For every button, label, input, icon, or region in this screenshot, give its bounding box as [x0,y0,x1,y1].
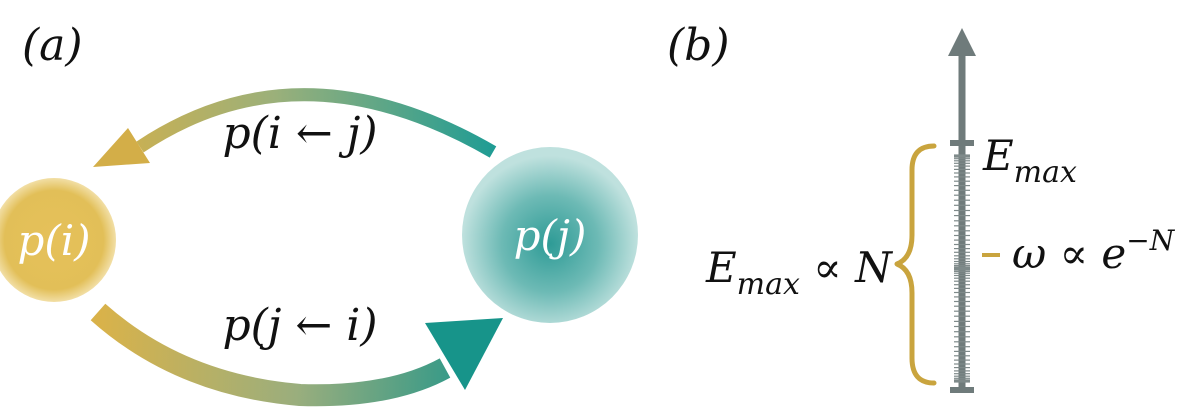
node-i: p(i) [0,178,116,302]
arrow-bottom-label: p(j ← i) [222,300,377,351]
energy-axis [948,28,976,393]
energy-levels [954,154,970,383]
panel-b-label: (b) [667,20,730,71]
emax-scaling: Emax ∝ N [705,243,893,302]
panel-a-label: (a) [22,20,83,71]
arrow-j-to-i [93,88,497,167]
omega-scaling: ω ∝ e−N [1012,224,1176,278]
arrowhead-bottom-icon [425,318,503,390]
node-j-label: p(j) [514,211,587,260]
axis-arrow-icon [948,28,976,56]
node-i-label: p(i) [17,216,90,265]
arrow-i-to-j [90,303,503,407]
arrow-top-label: p(i ← j) [222,108,377,159]
emax-label: Emax [982,131,1077,190]
brace-icon [894,143,937,386]
node-j: p(j) [462,147,638,323]
arrowhead-top-icon [93,128,150,167]
